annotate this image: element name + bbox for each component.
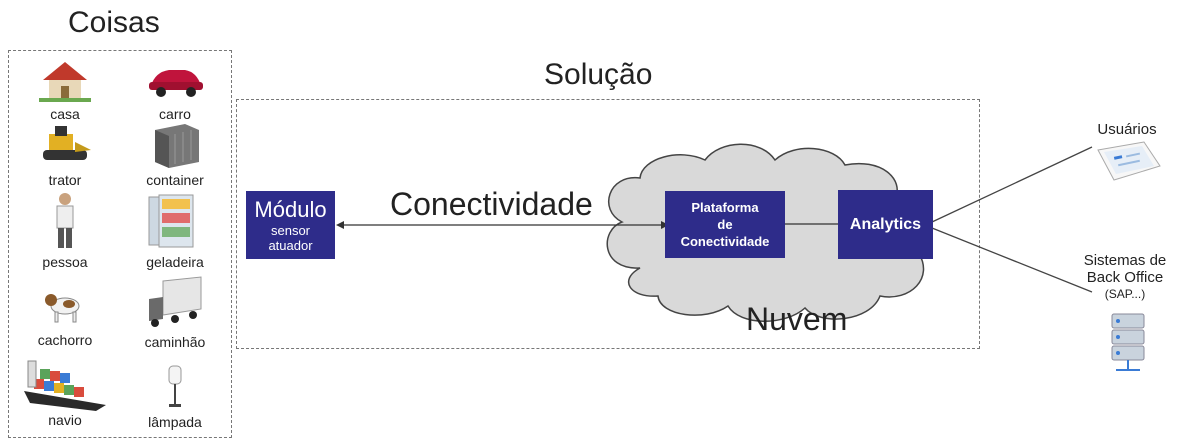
car-icon bbox=[149, 70, 203, 97]
backoffice-label: Sistemas de Back Office (SAP...) bbox=[1074, 252, 1176, 303]
module-line1: sensor bbox=[270, 223, 311, 238]
thing-label: navio bbox=[48, 412, 82, 428]
thing-label: caminhão bbox=[144, 334, 206, 350]
platform-line1: Plataforma bbox=[691, 200, 759, 215]
thing-pessoa: pessoa bbox=[10, 190, 120, 270]
tractor-icon bbox=[43, 126, 91, 160]
truck-icon bbox=[149, 276, 202, 327]
thing-label: lâmpada bbox=[148, 414, 202, 430]
thing-trator: trator bbox=[10, 120, 120, 188]
thing-label: cachorro bbox=[37, 332, 93, 348]
thing-caminhao: caminhão bbox=[120, 274, 230, 350]
module-title: Módulo bbox=[254, 197, 327, 222]
things-title: Coisas bbox=[68, 6, 160, 39]
thing-navio: navio bbox=[10, 350, 120, 428]
thing-label: geladeira bbox=[146, 254, 204, 270]
thing-casa: casa bbox=[10, 54, 120, 122]
phone-icon bbox=[1097, 141, 1161, 181]
ship-icon bbox=[24, 360, 106, 411]
thing-cachorro: cachorro bbox=[10, 280, 120, 348]
cloud-label: Nuvem bbox=[746, 301, 848, 337]
person-icon bbox=[56, 193, 74, 248]
users-label: Usuários bbox=[1097, 121, 1157, 138]
house-icon bbox=[39, 62, 91, 102]
server-icon bbox=[1111, 313, 1145, 371]
platform-line3: Conectividade bbox=[680, 234, 770, 249]
backoffice-line3: (SAP...) bbox=[1104, 287, 1146, 301]
fridge-icon bbox=[148, 194, 194, 248]
backoffice-line1: Sistemas de bbox=[1083, 252, 1167, 269]
module-line2: atuador bbox=[268, 238, 313, 253]
container-icon bbox=[155, 124, 199, 168]
solution-panel bbox=[236, 99, 980, 349]
platform-box: Plataforma de Conectividade bbox=[665, 191, 785, 258]
module-box: Módulo sensor atuador bbox=[246, 191, 335, 259]
thing-label: trator bbox=[48, 172, 82, 188]
thing-label: container bbox=[146, 172, 204, 188]
dog-icon bbox=[45, 294, 80, 323]
thing-label: carro bbox=[159, 106, 191, 122]
lamp-icon bbox=[168, 365, 182, 407]
connectivity-label: Conectividade bbox=[390, 186, 593, 222]
analytics-box: Analytics bbox=[838, 190, 933, 259]
thing-geladeira: geladeira bbox=[120, 190, 230, 270]
platform-line2: de bbox=[717, 217, 733, 232]
thing-label: casa bbox=[50, 106, 80, 122]
analytics-label: Analytics bbox=[849, 215, 922, 233]
things-panel bbox=[8, 50, 232, 438]
solution-title: Solução bbox=[544, 58, 653, 91]
thing-lampada: lâmpada bbox=[120, 362, 230, 430]
thing-container: container bbox=[120, 120, 230, 188]
thing-carro: carro bbox=[120, 54, 230, 122]
thing-label: pessoa bbox=[42, 254, 88, 270]
backoffice-line2: Back Office bbox=[1086, 269, 1164, 286]
